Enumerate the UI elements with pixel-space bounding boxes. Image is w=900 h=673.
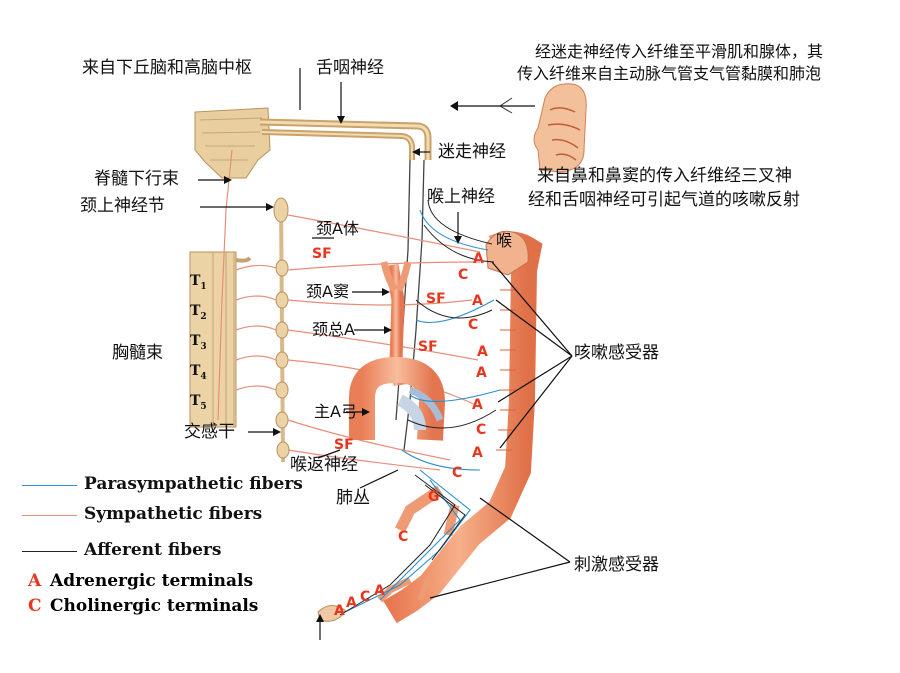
terminal-c-marker: C [452,465,463,481]
legend-afferent-swatch [22,551,77,552]
label-carotid-sinus: 颈A窦 [306,282,349,301]
terminal-a-marker: A [374,583,385,599]
legend-parasympathetic-swatch [22,485,77,486]
label-cough-receptor: 咳嗽感受器 [574,343,659,363]
label-carotid-body: 颈A体 [316,219,359,238]
legend-sympathetic-swatch [22,515,77,516]
label-sympathetic-trunk: 交感干 [184,422,235,442]
label-larynx: 喉 [496,231,513,250]
segment-t2: T2 [190,303,207,322]
legend-parasympathetic-label: Parasympathetic fibers [84,474,303,494]
label-pulmonary-plexus: 肺丛 [336,488,370,508]
sf-marker: SF [334,437,354,453]
leader-arrowheads [224,101,462,622]
aortic-arch [349,356,446,441]
label-vagus-nerve: 迷走神经 [438,142,506,162]
terminal-c-marker: C [468,317,479,333]
terminal-c-marker: C [458,267,469,283]
terminal-c-marker: C [476,422,487,438]
terminal-c-marker: C [398,529,409,545]
legend-sympathetic-label: Sympathetic fibers [84,504,263,524]
label-nose-afferent-line2: 经和舌咽神经可引起气道的咳嗽反射 [528,190,800,210]
label-nose-afferent-line1: 来自鼻和鼻窦的传入纤维经三叉神 [537,166,792,186]
legend-afferent-label: Afferent fibers [84,540,222,560]
terminal-a-marker: A [473,251,484,267]
label-aortic-arch: 主A弓 [314,402,357,421]
terminal-a-marker: A [346,595,357,611]
label-vagus-afferent-line2: 传入纤维来自主动脉气管支气管黏膜和肺泡 [517,64,822,83]
sympathetic-chain [273,197,290,463]
label-recurrent-laryngeal-nerve: 喉返神经 [290,455,358,475]
label-glossopharyngeal-nerve: 舌咽神经 [316,58,384,78]
spinal-cord [189,251,252,428]
segment-t4: T4 [190,363,207,382]
terminal-a-marker: A [334,603,345,619]
terminal-a-marker: A [472,397,483,413]
afferent-fibers [339,199,497,616]
terminal-a-marker: A [476,365,487,381]
label-vagus-afferent-line1: 经迷走神经传入纤维至平滑肌和腺体，其 [535,42,824,61]
sf-marker: SF [418,339,438,355]
brainstem-block [194,107,271,179]
sf-marker: SF [426,291,446,307]
label-irritant-receptor: 刺激感受器 [574,555,659,575]
terminal-c-marker: C [360,589,371,605]
terminal-g-marker: G [428,489,440,505]
terminal-a-marker: A [472,293,483,309]
label-from-hypothalamus: 来自下丘脑和高脑中枢 [82,58,252,78]
segment-t5: T5 [190,393,207,412]
label-common-carotid: 颈总A [312,320,355,339]
head-illustration [499,83,587,173]
segment-t1: T1 [190,273,207,292]
terminal-a-marker: A [477,344,488,360]
label-thoracic-cord: 胸髓束 [112,343,163,363]
label-spinal-descending-tract: 脊髓下行束 [94,169,179,189]
label-superior-laryngeal-nerve: 喉上神经 [427,187,495,207]
label-superior-cervical-ganglion: 颈上神经节 [80,196,165,216]
larynx-region [485,230,529,276]
leader-lines [198,68,573,640]
segment-t3: T3 [190,333,207,352]
terminal-a-marker: A [472,445,483,461]
sf-marker: SF [312,246,332,262]
